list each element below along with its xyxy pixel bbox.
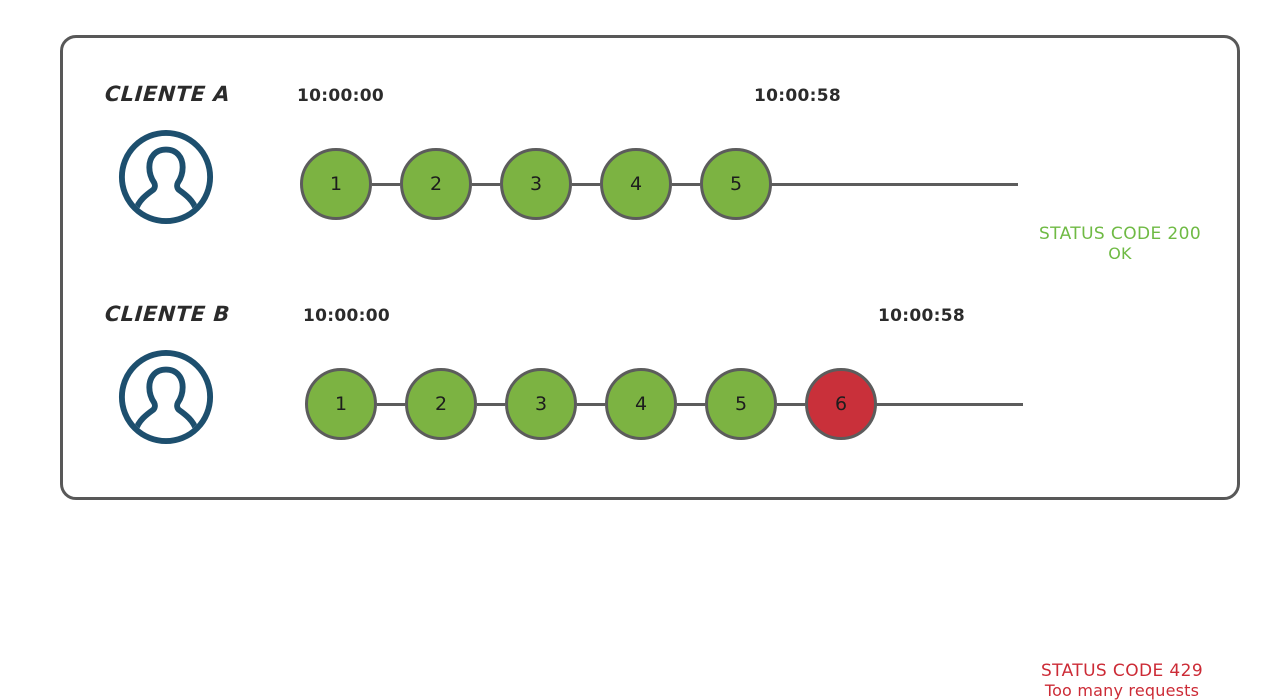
client-b-label: CLIENTE B [104,302,231,326]
status-a: STATUS CODE 200 OK [1020,224,1220,263]
chain-tail-a [768,183,1018,186]
status-b-text: Too many requests [1044,680,1200,700]
request-node[interactable]: 5 [700,148,772,220]
request-node[interactable]: 3 [500,148,572,220]
chain-tail-b [873,403,1023,406]
timestamp-end-a: 10:00:58 [754,86,841,106]
chain-link [577,403,605,406]
user-avatar-icon [117,128,215,226]
request-node[interactable]: 3 [505,368,577,440]
request-node[interactable]: 1 [305,368,377,440]
status-a-code: STATUS CODE 200 [1038,224,1202,244]
request-node[interactable]: 2 [400,148,472,220]
timestamp-end-b: 10:00:58 [878,306,965,326]
request-node[interactable]: 4 [605,368,677,440]
user-avatar-icon [117,348,215,446]
status-b: STATUS CODE 429 Too many requests [1022,661,1222,700]
request-node[interactable]: 1 [300,148,372,220]
request-node-rate-limited[interactable]: 6 [805,368,877,440]
chain-link [372,183,400,186]
chain-link [672,183,700,186]
chain-link [777,403,805,406]
chain-link [677,403,705,406]
status-b-code: STATUS CODE 429 [1040,661,1204,681]
timestamp-start-a: 10:00:00 [297,86,384,106]
client-a-label: CLIENTE A [104,82,232,106]
request-node[interactable]: 5 [705,368,777,440]
chain-link [572,183,600,186]
request-node[interactable]: 2 [405,368,477,440]
request-node[interactable]: 4 [600,148,672,220]
chain-link [377,403,405,406]
chain-link [472,183,500,186]
status-a-text: OK [1108,243,1132,263]
timestamp-start-b: 10:00:00 [303,306,390,326]
rate-limit-diagram: CLIENTE A 10:00:00 10:00:58 1 2 3 4 5 [60,35,1240,699]
chain-link [477,403,505,406]
